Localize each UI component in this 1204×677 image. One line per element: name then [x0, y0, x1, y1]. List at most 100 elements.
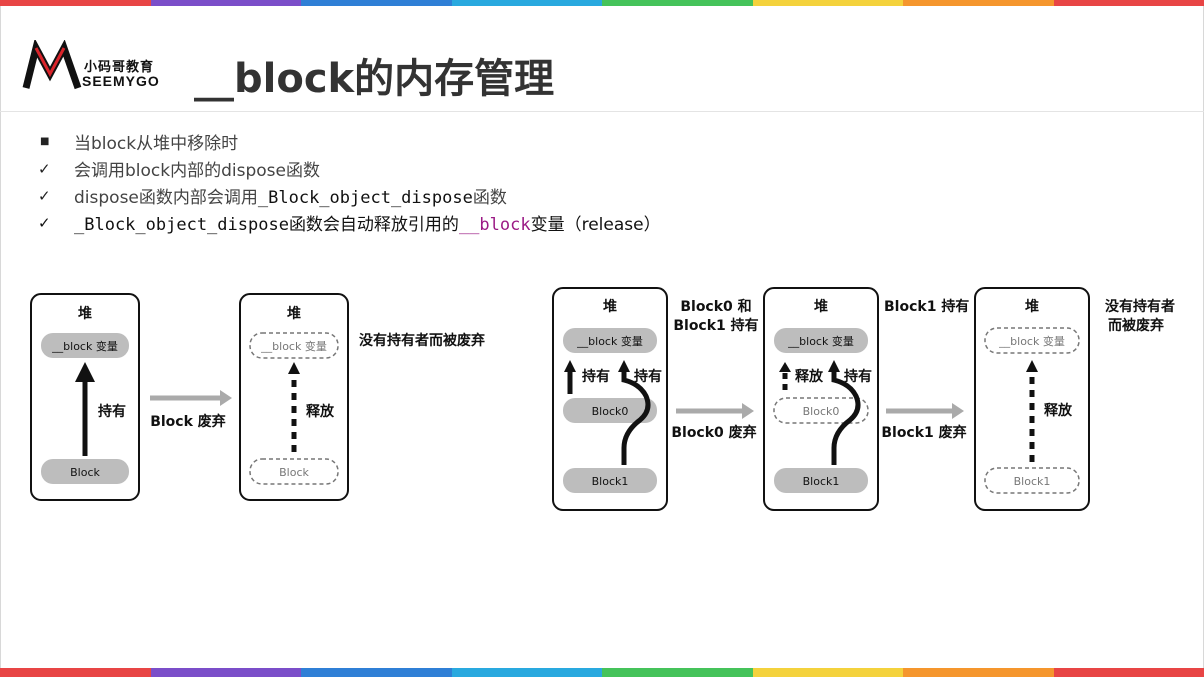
- d2-box3-block1-label: Block1: [1014, 475, 1051, 488]
- bullet-text: 当block从堆中移除时: [74, 129, 238, 154]
- stripe-segment: [903, 0, 1054, 6]
- checkmark-icon: ✓: [38, 186, 51, 205]
- d2-transition1-label: Block0 废弃: [671, 424, 756, 441]
- stripe-segment: [752, 0, 903, 6]
- bottom-color-stripe: [0, 668, 1204, 677]
- d2-box2-left-arrowhead: [779, 362, 791, 372]
- logo-cn-text: 小码哥教育: [84, 60, 155, 75]
- stripe-segment: [0, 668, 151, 677]
- d1-box2-block-pill: [249, 458, 339, 485]
- d1-box1-title: 堆: [78, 305, 92, 322]
- d1-box2-block-label: Block: [279, 466, 309, 479]
- d2-box1-var-pill: [563, 328, 657, 353]
- d1-note: 没有持有者而被废弃: [359, 332, 485, 349]
- bullet-text: _Block_object_dispose函数会自动释放引用的__block变量…: [74, 210, 661, 235]
- d1-box1-var-pill: [41, 333, 129, 358]
- bullet-text: 会调用block内部的dispose函数: [74, 156, 320, 181]
- d2-box1-right-label: 持有: [634, 368, 662, 385]
- d1-box1-block-label: Block: [70, 466, 100, 479]
- d2-note1-line2: Block1 持有: [673, 317, 758, 334]
- d2-box1-block1-label: Block1: [592, 475, 629, 488]
- diagram2: 堆 __block 变量 Block0 Block1 持有 持有 Block0 …: [552, 287, 1175, 511]
- top-color-stripe: [0, 0, 1204, 6]
- d2-box3-release-label: 释放: [1044, 402, 1073, 419]
- bullet-text: dispose函数内部会调用_Block_object_dispose函数: [74, 183, 507, 208]
- d2-note3-line2: 而被废弃: [1108, 317, 1164, 334]
- stripe-segment: [301, 0, 452, 6]
- text-fragment: 会调用block内部的dispose函数: [74, 161, 320, 181]
- stripe-segment: [150, 668, 301, 677]
- d1-transition-label: Block 废弃: [150, 413, 226, 430]
- d2-box2-var-label: __block 变量: [787, 334, 854, 348]
- d2-transition2-label: Block1 废弃: [881, 424, 966, 441]
- d2-box3-var-pill: [984, 327, 1080, 354]
- page-title: __block的内存管理: [194, 56, 555, 102]
- checkmark-icon: ✓: [38, 159, 51, 178]
- stripe-segment: [150, 0, 301, 6]
- d2-box1-block0-label: Block0: [592, 405, 629, 418]
- d2-box3-block1-pill: [984, 467, 1080, 494]
- d1-box2-var-pill: [249, 332, 339, 359]
- d2-box1-block1-pill: [563, 468, 657, 493]
- square-bullet-icon: ■: [40, 136, 50, 147]
- d2-box2-block1-label: Block1: [803, 475, 840, 488]
- text-fragment: 函数会自动释放引用的: [288, 215, 459, 235]
- d2-note3-line1: 没有持有者: [1105, 298, 1175, 315]
- d2-box1-left-label: 持有: [582, 368, 610, 385]
- text-fragment: 当block从堆中移除时: [74, 134, 239, 154]
- stripe-segment: [602, 0, 753, 6]
- d1-transition-arrowhead: [220, 390, 232, 406]
- d2-box1-title: 堆: [603, 298, 617, 315]
- text-fragment: dispose函数内部会调用: [74, 188, 258, 208]
- d2-box2-right-label: 持有: [844, 368, 872, 385]
- text-fragment: 变量（release）: [530, 215, 661, 235]
- d2-note2: Block1 持有: [884, 298, 969, 315]
- d1-box1-var-label: __block 变量: [51, 339, 118, 353]
- stripe-segment: [0, 0, 151, 6]
- d2-box3-var-label: __block 变量: [998, 334, 1065, 348]
- d2-box2-block0-label: Block0: [803, 405, 840, 418]
- d2-box1-left-arrowhead: [564, 360, 576, 372]
- d2-box2-curve-arrowhead: [828, 360, 840, 372]
- d2-box2-title: 堆: [814, 298, 828, 315]
- d2-transition2-arrowhead: [952, 403, 964, 419]
- d1-box2-var-label: __block 变量: [260, 339, 327, 353]
- stripe-segment: [1053, 0, 1204, 6]
- text-fragment: 函数: [472, 188, 507, 208]
- d2-box2-curve-arrow: [831, 372, 861, 465]
- d2-box1-var-label: __block 变量: [576, 334, 643, 348]
- d2-box2-block1-pill: [774, 468, 868, 493]
- d2-box2-left-label: 释放: [795, 368, 824, 385]
- d1-release-label: 释放: [306, 403, 335, 420]
- stripe-segment: [903, 668, 1054, 677]
- d1-hold-label: 持有: [98, 403, 126, 420]
- stripe-segment: [1053, 668, 1204, 677]
- d1-release-arrowhead: [288, 362, 300, 374]
- d2-box2-var-pill: [774, 328, 868, 353]
- seemygo-logo: 小码哥教育 SEEMYGO: [22, 38, 182, 92]
- d1-box2-title: 堆: [287, 305, 301, 322]
- d2-note1-line1: Block0 和: [680, 299, 751, 315]
- d2-box1-block0-pill: [563, 398, 657, 423]
- d2-transition1-arrowhead: [742, 403, 754, 419]
- diagram1: 堆 __block 变量 持有 Block Block 废弃 堆 __block…: [30, 293, 485, 501]
- seemygo-m-icon: [22, 38, 82, 90]
- d2-box2-block0-pill: [773, 397, 869, 424]
- stripe-segment: [451, 668, 602, 677]
- d2-box1-curve-arrow: [621, 372, 651, 465]
- code-fragment: __block: [458, 215, 531, 235]
- d1-box1-block-pill: [41, 459, 129, 484]
- stripe-segment: [451, 0, 602, 6]
- logo-en-text: SEEMYGO: [82, 73, 160, 89]
- stripe-segment: [752, 668, 903, 677]
- code-fragment: _Block_object_dispose: [74, 215, 289, 235]
- stripe-segment: [301, 668, 452, 677]
- d2-box3-release-arrowhead: [1026, 360, 1038, 372]
- code-fragment: _Block_object_dispose: [257, 188, 473, 208]
- checkmark-icon: ✓: [38, 213, 51, 232]
- stripe-segment: [602, 668, 753, 677]
- title-divider: [0, 111, 1204, 112]
- d2-box1-curve-arrowhead: [618, 360, 630, 372]
- d2-box3-title: 堆: [1025, 298, 1039, 315]
